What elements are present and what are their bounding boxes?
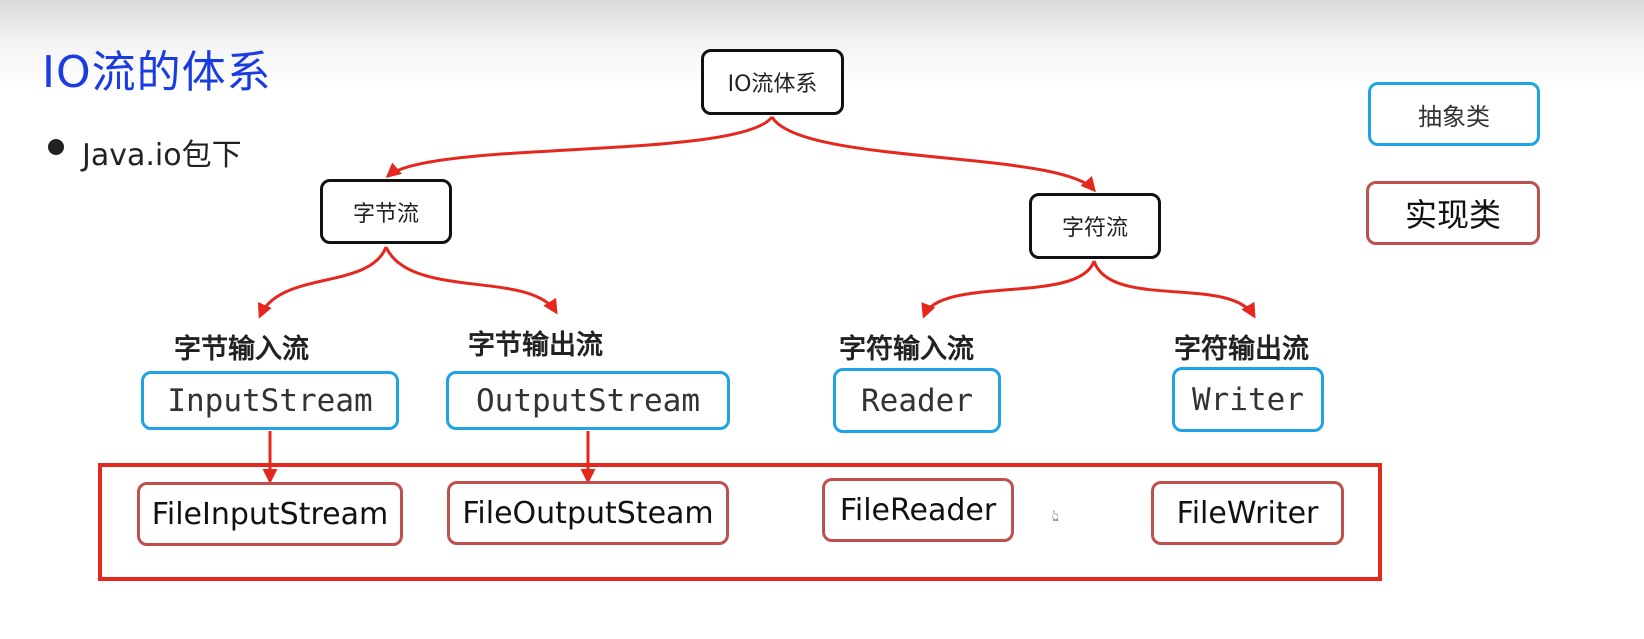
arrow-root-to-char-stream [770,116,1096,193]
filewriter-box: FileWriter [1151,481,1344,545]
char-stream-node: 字符流 [1029,193,1161,259]
arrow-root-to-byte-stream [385,116,774,178]
slide-title: IO流的体系 [42,47,272,98]
arrow-char-to-output [1092,260,1256,319]
byte-input-category: 字节输入流 [174,334,309,365]
implementation-frame [98,463,1382,581]
fileinputstream-box: FileInputStream [137,482,403,546]
bullet-text: Java.io包下 [82,138,242,173]
filereader-box: FileReader [822,478,1014,542]
bullet-dot [48,139,64,155]
root-node: IO流体系 [701,49,844,115]
writer-box: Writer [1172,367,1324,432]
char-output-category: 字符输出流 [1174,334,1309,365]
outputstream-box: OutputStream [446,371,730,430]
arrow-char-to-input [921,260,1096,319]
byte-stream-node: 字节流 [320,179,452,244]
legend-implementation-class: 实现类 [1366,181,1540,245]
mouse-cursor-icon: 👆︎ [1052,506,1059,525]
legend-abstract-class: 抽象类 [1368,82,1540,146]
inputstream-box: InputStream [141,371,399,430]
arrow-byte-to-input [257,246,388,319]
arrow-byte-to-output [384,246,558,315]
reader-box: Reader [833,368,1001,433]
char-input-category: 字符输入流 [839,334,974,365]
fileoutputsteam-box: FileOutputSteam [447,481,729,545]
byte-output-category: 字节输出流 [468,330,603,361]
